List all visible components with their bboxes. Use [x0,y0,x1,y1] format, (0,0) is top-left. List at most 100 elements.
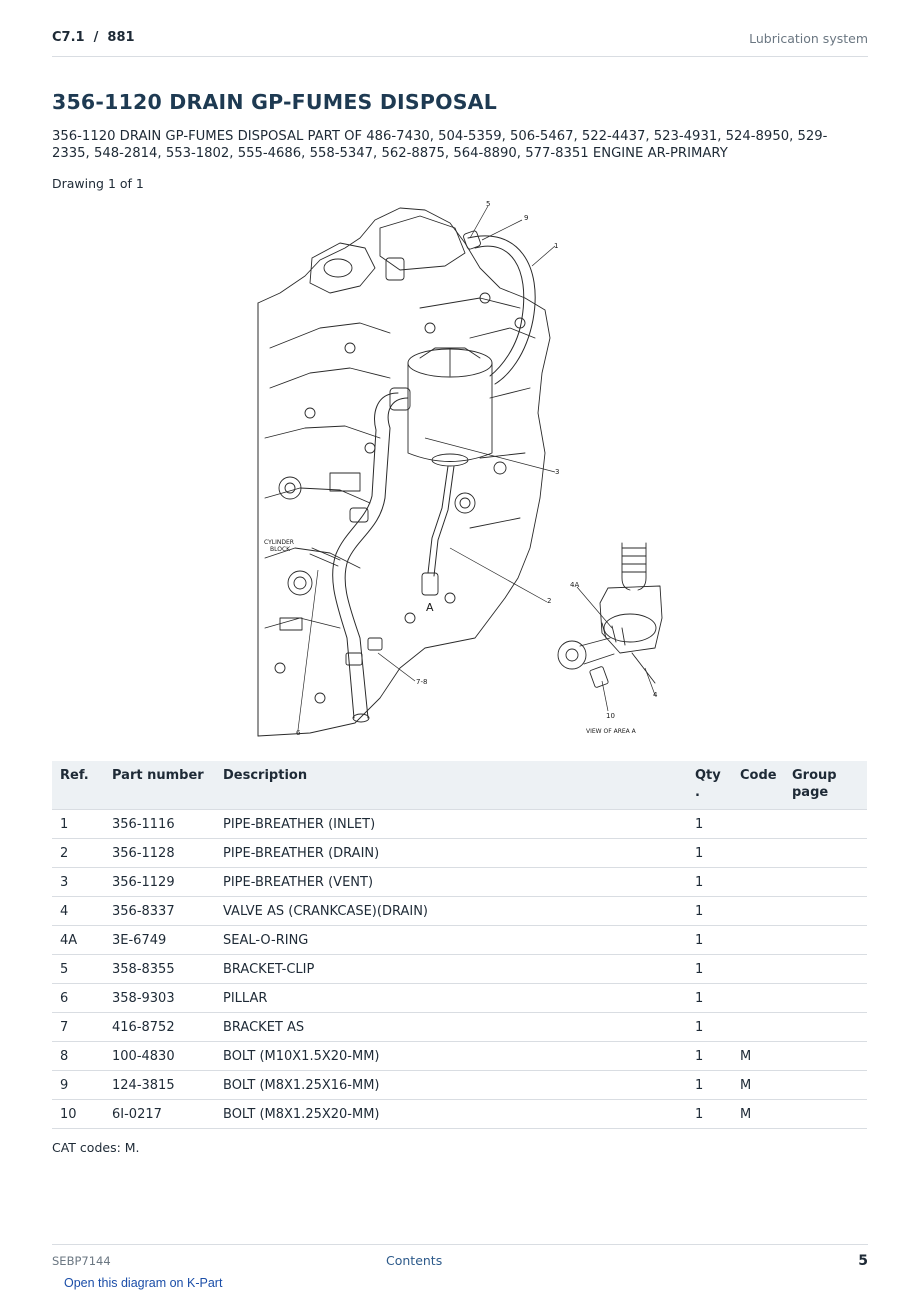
page-footer: SEBP7144 Contents 5 [52,1244,868,1275]
callout-6: 6 [296,729,301,737]
cell-code [732,867,784,897]
cell-qty: 1 [687,838,732,868]
cell-group-page [784,896,867,926]
page-subtitle: 356-1120 DRAIN GP-FUMES DISPOSAL PART OF… [52,129,828,161]
cylinder-block-label-1: CYLINDER [264,539,294,546]
col-code: Code [732,761,784,810]
cell-code [732,896,784,926]
cell-qty: 1 [687,1012,732,1042]
cell-code: M [732,1070,784,1100]
cell-code: M [732,1041,784,1071]
col-qty: Qty . [687,761,732,810]
cell-ref: 10 [52,1099,104,1129]
cell-part-number: 124-3815 [104,1070,215,1100]
cell-ref: 3 [52,867,104,897]
parts-table: Ref. Part number Description Qty . Code … [52,761,867,1129]
cell-qty: 1 [687,1099,732,1129]
cell-qty: 1 [687,896,732,926]
callout-1: 1 [554,242,558,250]
col-group-page: Group page [784,761,867,810]
section-name: Lubrication system [749,31,868,46]
cell-group-page [784,809,867,839]
cell-code [732,1012,784,1042]
callout-7-8: 7-8 [416,678,427,686]
cell-ref: 5 [52,954,104,984]
cell-description: SEAL-O-RING [215,925,687,955]
area-a-letter: A [426,601,434,614]
cell-part-number: 358-8355 [104,954,215,984]
col-part-number: Part number [104,761,215,810]
cell-description: BRACKET AS [215,1012,687,1042]
cell-ref: 7 [52,1012,104,1042]
cell-group-page [784,1012,867,1042]
cell-description: BOLT (M8X1.25X16-MM) [215,1070,687,1100]
callout-9: 9 [524,214,528,222]
cell-part-number: 356-1116 [104,809,215,839]
cell-ref: 4A [52,925,104,955]
cell-group-page [784,983,867,1013]
cell-part-number: 3E-6749 [104,925,215,955]
parts-diagram: 5 9 1 3 2 4A 4 10 7-8 6 CYLINDER BLOCK A… [257,200,663,737]
cell-code [732,954,784,984]
cell-qty: 1 [687,1041,732,1071]
cell-qty: 1 [687,925,732,955]
document-id: SEBP7144 [52,1254,111,1268]
cell-qty: 1 [687,954,732,984]
callout-10: 10 [606,712,615,720]
callout-5: 5 [486,200,490,208]
breadcrumb: C7.1 / 881 [52,30,135,45]
cell-group-page [784,838,867,868]
cell-description: PIPE-BREATHER (DRAIN) [215,838,687,868]
cell-description: BRACKET-CLIP [215,954,687,984]
cell-description: PIPE-BREATHER (VENT) [215,867,687,897]
cell-description: VALVE AS (CRANKCASE)(DRAIN) [215,896,687,926]
cylinder-block-outline [257,207,551,737]
cell-code [732,809,784,839]
view-caption: VIEW OF AREA A [586,728,637,735]
callout-3: 3 [555,468,559,476]
cell-ref: 8 [52,1041,104,1071]
cell-description: PILLAR [215,983,687,1013]
cell-code: M [732,1099,784,1129]
drawing-label: Drawing 1 of 1 [52,176,144,191]
cell-part-number: 100-4830 [104,1041,215,1071]
cell-group-page [784,954,867,984]
cell-description: BOLT (M10X1.5X20-MM) [215,1041,687,1071]
cell-qty: 1 [687,1070,732,1100]
callout-2: 2 [547,597,551,605]
kpart-link[interactable]: Open this diagram on K-Part [64,1276,223,1290]
cell-qty: 1 [687,983,732,1013]
cell-part-number: 356-1128 [104,838,215,868]
col-description: Description [215,761,687,810]
callout-4a: 4A [570,581,579,589]
contents-link[interactable]: Contents [386,1253,443,1268]
cell-description: BOLT (M8X1.25X20-MM) [215,1099,687,1129]
cell-group-page [784,925,867,955]
cell-code [732,983,784,1013]
table-header-row: Ref. Part number Description Qty . Code … [52,761,867,810]
cell-part-number: 358-9303 [104,983,215,1013]
page-header: C7.1 / 881 Lubrication system [52,28,868,57]
cell-code [732,925,784,955]
cell-description: PIPE-BREATHER (INLET) [215,809,687,839]
col-ref: Ref. [52,761,104,810]
cell-qty: 1 [687,867,732,897]
cell-ref: 2 [52,838,104,868]
callout-4: 4 [653,691,658,699]
cylinder-block-label-2: BLOCK [270,546,291,553]
cell-ref: 6 [52,983,104,1013]
cell-group-page [784,1041,867,1071]
cat-codes: CAT codes: M. [52,1140,140,1155]
cell-ref: 4 [52,896,104,926]
